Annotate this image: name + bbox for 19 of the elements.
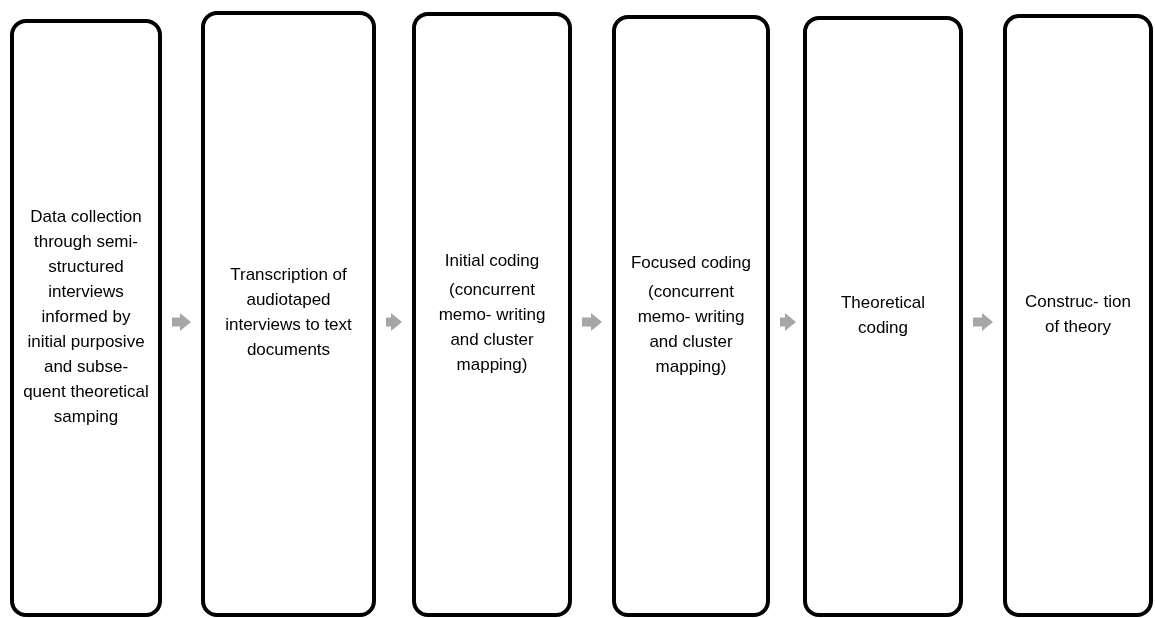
step-text: Focused coding bbox=[630, 251, 752, 274]
step-text: (concurrent memo- writing and cluster mapping) bbox=[636, 280, 746, 378]
process-box bbox=[1003, 14, 1153, 617]
arrow bbox=[386, 313, 402, 331]
step-text: Initial coding bbox=[443, 250, 541, 272]
process-box bbox=[412, 12, 572, 617]
step-text: (concurrent memo- writing and cluster mapping) bbox=[437, 279, 547, 376]
step-text: Theoretical coding bbox=[839, 291, 927, 339]
arrow bbox=[973, 313, 993, 331]
arrow bbox=[582, 313, 602, 331]
process-box bbox=[803, 16, 963, 617]
process-box bbox=[10, 19, 162, 617]
step-text: Transcription of audiotaped interviews to text documents bbox=[224, 264, 353, 361]
arrow bbox=[172, 313, 191, 331]
process-box bbox=[201, 11, 376, 617]
arrow bbox=[780, 313, 796, 331]
process-box bbox=[612, 15, 770, 617]
step-text: Construc- tion of theory bbox=[1024, 290, 1132, 338]
step-text: Data collection through semi- structured interviews informed by initial purposive and subse- quent theoretical samping bbox=[23, 205, 149, 428]
